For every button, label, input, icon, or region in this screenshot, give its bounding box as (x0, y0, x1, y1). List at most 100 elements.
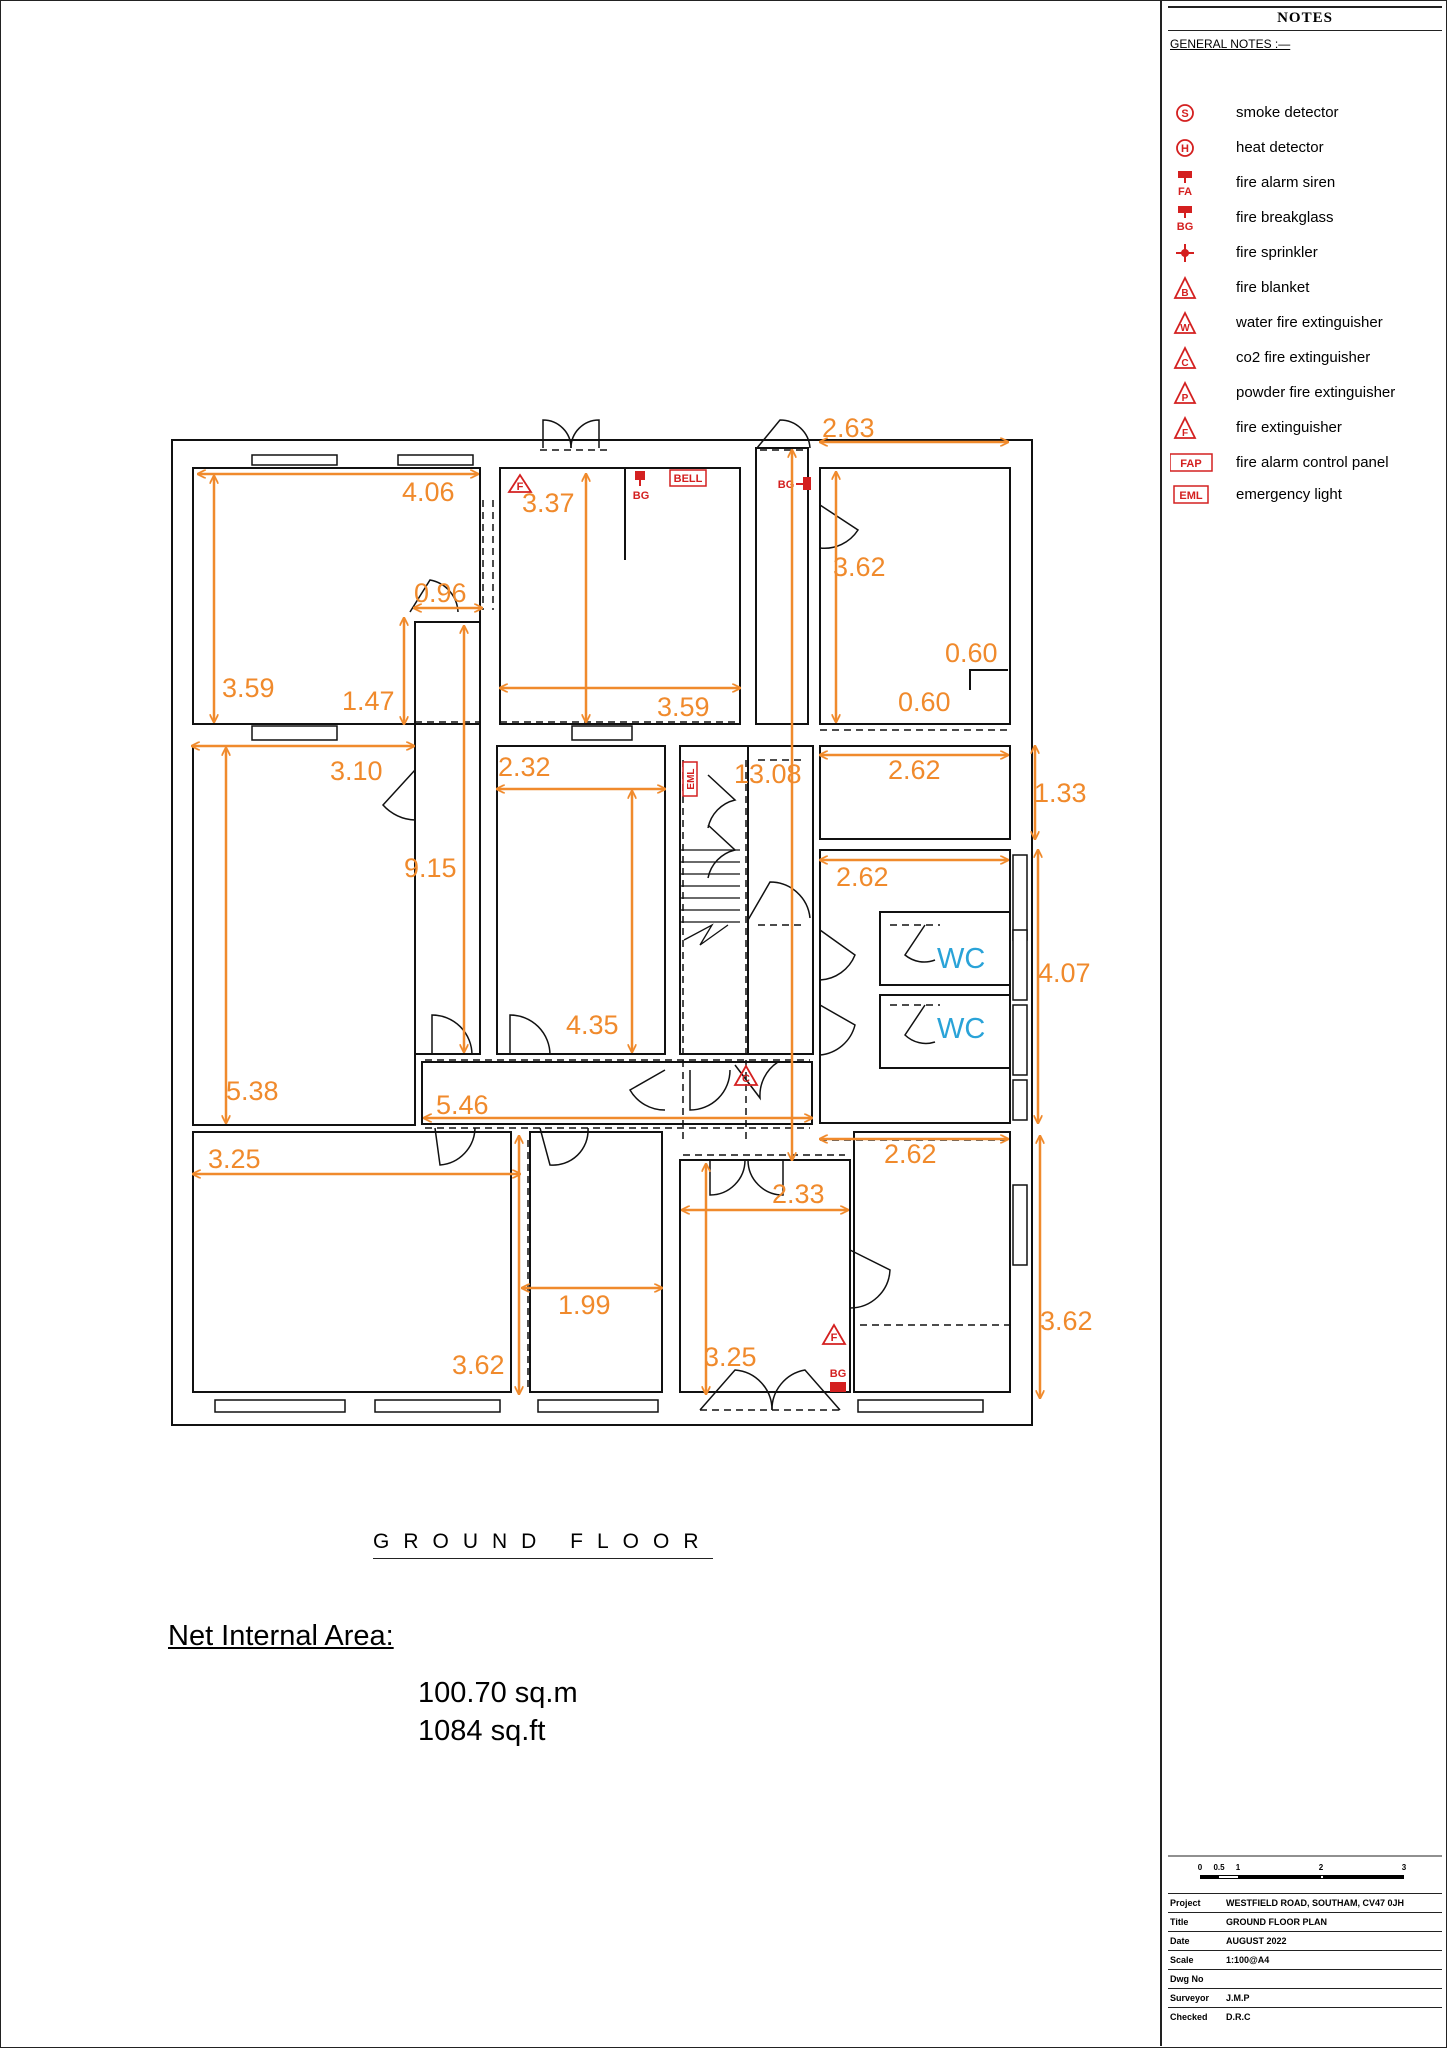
legend-label: powder fire extinguisher (1236, 384, 1396, 401)
fire-extinguisher-icon: F (1173, 415, 1197, 439)
dimension-value: 1.33 (1034, 778, 1087, 808)
emergency-light-icon: EML (682, 761, 698, 797)
dimension-value: 2.62 (836, 862, 889, 892)
dimension-value: 1.47 (342, 686, 395, 716)
svg-text:P: P (1182, 393, 1189, 404)
dimension-value: 0.96 (414, 578, 467, 608)
staircase (680, 849, 740, 946)
net-internal-area-label: Net Internal Area: (168, 1620, 394, 1652)
legend-item: B fire blanket (1162, 275, 1447, 301)
breakglass-symbol: BG (830, 1368, 847, 1380)
smoke-detector-icon: S (1176, 104, 1194, 122)
walls (171, 439, 1033, 1426)
legend-label: fire alarm siren (1236, 174, 1336, 191)
dimension-value: 5.38 (226, 1076, 279, 1106)
divider (1168, 30, 1442, 31)
legend-item: C co2 fire extinguisher (1162, 345, 1447, 371)
legend-label: emergency light (1236, 486, 1342, 503)
dimension-value: 3.25 (208, 1144, 261, 1174)
fire-breakglass-icon: BG (778, 477, 811, 491)
fire-sprinkler-icon (1176, 244, 1194, 262)
fire-extinguisher-symbol: F (517, 481, 524, 493)
dimension-value: 0.60 (945, 638, 998, 668)
wc-label: WC (937, 943, 985, 975)
dimension-lines (192, 442, 1040, 1398)
fire-breakglass-icon: BG (633, 471, 650, 502)
dimension-value: 1.99 (558, 1290, 611, 1320)
legend-label: fire breakglass (1236, 209, 1334, 226)
floor-title: GROUND FLOOR (373, 1530, 713, 1559)
legend-label: heat detector (1236, 139, 1324, 156)
legend-label: fire blanket (1236, 279, 1310, 296)
legend-label: co2 fire extinguisher (1236, 349, 1371, 366)
co2-extinguisher-icon: C (733, 1064, 759, 1086)
dimension-value: 2.62 (884, 1139, 937, 1169)
legend-label: smoke detector (1236, 104, 1339, 121)
area-sqm: 100.70 sq.m (418, 1677, 578, 1709)
heat-detector-icon: H (1176, 139, 1194, 157)
bell-symbol: BELL (674, 473, 703, 485)
fire-alarm-siren-icon: FA (1178, 171, 1192, 198)
legend-item: F fire extinguisher (1162, 415, 1447, 441)
legend-item: S smoke detector (1162, 100, 1447, 126)
dimension-value: 3.62 (452, 1350, 505, 1380)
svg-text:FA: FA (1178, 186, 1192, 198)
dimension-value: 2.33 (772, 1179, 825, 1209)
fire-extinguisher-icon: F (821, 1323, 847, 1345)
svg-text:BG: BG (1177, 221, 1194, 233)
breakglass-symbol: BG (633, 490, 650, 502)
dimension-value: 3.62 (1040, 1306, 1093, 1336)
fire-breakglass-icon: BG (1177, 206, 1194, 233)
scale-tick: 1 (1236, 1863, 1241, 1872)
legend-item: W water fire extinguisher (1162, 310, 1447, 336)
notes-title: NOTES (1277, 10, 1333, 26)
dimension-value: 3.10 (330, 756, 383, 786)
fire-extinguisher-symbol: F (831, 1332, 838, 1344)
openings (415, 449, 1010, 1411)
legend-label: water fire extinguisher (1236, 314, 1383, 331)
area-sqft: 1084 sq.ft (418, 1715, 546, 1747)
legend-label: fire extinguisher (1236, 419, 1342, 436)
svg-text:B: B (1181, 288, 1188, 299)
fire-symbols: F BG BELL BG EML C F BG (507, 469, 847, 1392)
scale-bar: 0 0.5 1 2 3 (1168, 1855, 1442, 1879)
dimension-value: 2.62 (888, 755, 941, 785)
co2-symbol: C (742, 1073, 750, 1085)
svg-text:FAP: FAP (1180, 458, 1201, 470)
fire-blanket-icon: B (1173, 275, 1197, 299)
windows (214, 454, 1028, 1413)
dimension-value: 3.59 (222, 673, 275, 703)
emergency-light-symbol: EML (686, 768, 697, 789)
scale-tick: 0.5 (1213, 1863, 1225, 1872)
dimension-value: 2.32 (498, 752, 551, 782)
wc-label: WC (937, 1013, 985, 1045)
dimension-value: 9.15 (404, 853, 457, 883)
legend-item: FAP fire alarm control panel (1162, 450, 1447, 476)
co2-extinguisher-icon: C (1173, 345, 1197, 369)
scale-tick: 0 (1198, 1863, 1203, 1872)
dimension-value: 3.62 (833, 552, 886, 582)
scale-tick: 2 (1319, 1863, 1324, 1872)
svg-text:W: W (1180, 323, 1190, 334)
legend-label: fire alarm control panel (1236, 454, 1389, 471)
fire-breakglass-icon: BG (830, 1368, 847, 1392)
svg-text:EML: EML (1179, 490, 1203, 502)
dimension-value: 5.46 (436, 1090, 489, 1120)
legend-item: EML emergency light (1162, 482, 1447, 508)
doors (381, 419, 936, 1411)
legend-item: BG fire breakglass (1162, 205, 1447, 233)
svg-text:F: F (1182, 428, 1188, 439)
dimension-value: 4.07 (1038, 958, 1091, 988)
emergency-light-icon: EML (1173, 485, 1209, 504)
title-block-row: Dwg No (1168, 1969, 1442, 1989)
legend-item: FA fire alarm siren (1162, 170, 1447, 198)
scale-tick: 3 (1402, 1863, 1407, 1872)
divider (1168, 6, 1442, 8)
dimension-value: 4.06 (402, 477, 455, 507)
dimension-value: 0.60 (898, 687, 951, 717)
svg-text:C: C (1181, 358, 1188, 369)
